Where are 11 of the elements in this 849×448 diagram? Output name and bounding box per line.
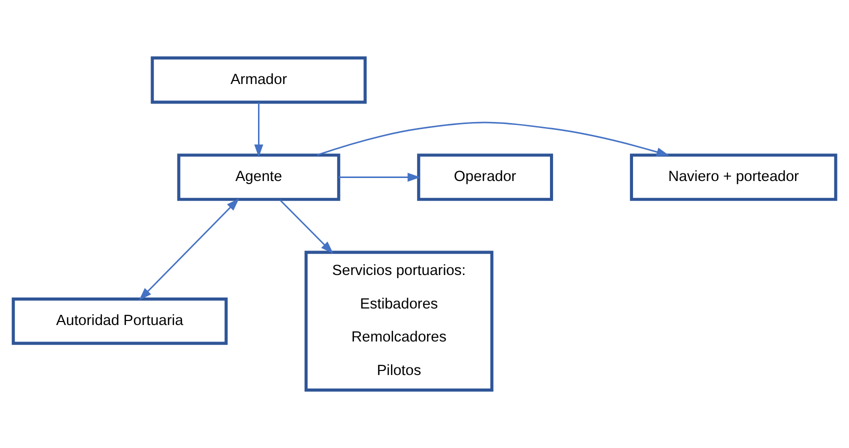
node-box: Servicios portuarios: Estibadores Remolcadores Pilotos	[304, 250, 494, 392]
node-box: Agente	[177, 154, 340, 201]
node-box: Armador	[150, 56, 367, 104]
arrow	[280, 199, 334, 254]
node-box: Autoridad Portuaria	[12, 298, 228, 345]
arrow	[338, 172, 420, 182]
node-box: Operador	[417, 154, 554, 201]
arrow	[254, 102, 264, 158]
arrow	[139, 198, 240, 300]
node-box: Naviero + porteador	[630, 154, 838, 201]
arrow	[317, 122, 670, 156]
